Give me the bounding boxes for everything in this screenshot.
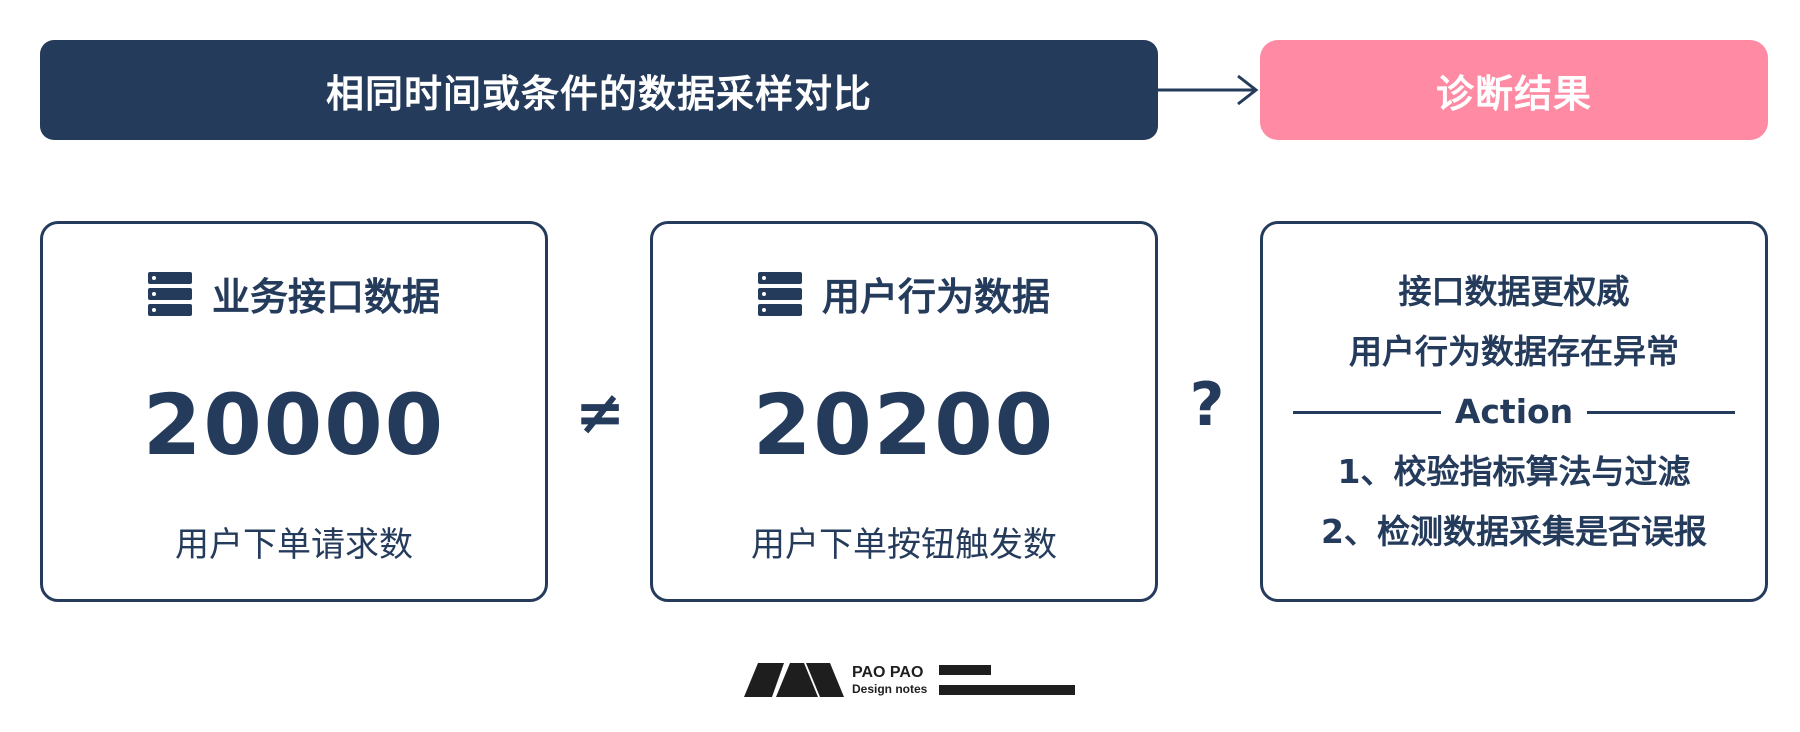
brand-name: PAO PAO: [852, 664, 924, 681]
card-caption: 用户下单按钮触发数: [751, 525, 1057, 565]
logo-mark-icon: [744, 663, 844, 697]
logo-text: PAO PAO Design notes: [852, 664, 928, 696]
action-divider: Action: [1292, 382, 1736, 442]
card-title: 业务接口数据: [211, 275, 440, 319]
user-behavior-data-card: 用户行为数据 20200 用户下单按钮触发数: [650, 221, 1158, 602]
card-title-row: 用户行为数据: [653, 266, 1155, 321]
card-title: 用户行为数据: [821, 275, 1050, 319]
divider-line: [1292, 410, 1441, 414]
comparison-header: 相同时间或条件的数据采样对比: [40, 40, 1158, 140]
question-mark: ?: [1189, 370, 1225, 440]
divider-line: [1587, 410, 1736, 414]
logo-bar: [939, 665, 992, 675]
card-value: 20000: [142, 376, 446, 474]
arrow-right-icon: [1158, 74, 1259, 106]
brand-subtitle: Design notes: [852, 682, 928, 696]
result-line: 用户行为数据存在异常: [1349, 332, 1679, 371]
not-equal-sign: ≠: [574, 378, 626, 448]
logo-bar: [939, 685, 1076, 695]
card-caption: 用户下单请求数: [175, 525, 413, 565]
business-api-data-card: 业务接口数据 20000 用户下单请求数: [40, 221, 548, 602]
database-icon: [147, 271, 192, 316]
result-line: 接口数据更权威: [1398, 272, 1630, 311]
comparison-title: 相同时间或条件的数据采样对比: [325, 71, 872, 116]
card-value: 20200: [752, 376, 1056, 474]
logo-bars: [939, 665, 1076, 695]
action-item: 1、校验指标算法与过滤: [1337, 452, 1691, 491]
brand-logo: PAO PAO Design notes: [744, 662, 1076, 698]
action-label: Action: [1454, 392, 1574, 431]
result-title: 诊断结果: [1435, 71, 1592, 116]
result-header: 诊断结果: [1260, 40, 1768, 140]
diagnosis-result-card: 接口数据更权威 用户行为数据存在异常 Action 1、校验指标算法与过滤 2、…: [1260, 221, 1768, 602]
result-list: 接口数据更权威 用户行为数据存在异常 Action 1、校验指标算法与过滤 2、…: [1263, 262, 1765, 562]
card-title-row: 业务接口数据: [43, 266, 545, 321]
action-item: 2、检测数据采集是否误报: [1321, 512, 1707, 551]
database-icon: [757, 271, 802, 316]
